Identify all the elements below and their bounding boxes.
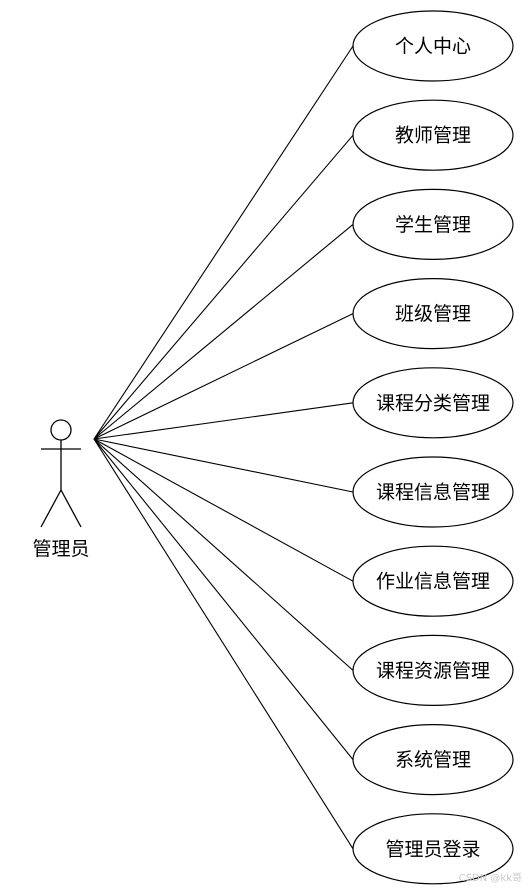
- use-case-ellipse: [352, 367, 514, 439]
- use-case: 课程信息管理: [352, 456, 514, 528]
- use-case: 课程资源管理: [352, 634, 514, 707]
- actor-head: [50, 419, 72, 441]
- use-case-label: 个人中心: [395, 36, 471, 58]
- use-case-ellipse: [352, 813, 514, 885]
- use-case: 系统管理: [352, 723, 514, 796]
- association-line: [93, 313, 354, 440]
- association-line: [93, 438, 354, 493]
- use-case-list: 个人中心教师管理学生管理班级管理课程分类管理课程信息管理作业信息管理课程资源管理…: [352, 10, 514, 885]
- use-case: 作业信息管理: [352, 545, 514, 617]
- use-case-label: 课程信息管理: [376, 482, 490, 504]
- use-case: 课程分类管理: [352, 367, 514, 439]
- use-case: 管理员登录: [352, 813, 514, 885]
- use-case-ellipse: [352, 10, 514, 82]
- use-case-ellipse: [352, 456, 514, 528]
- use-case: 教师管理: [352, 99, 514, 171]
- actor-figure: 管理员: [32, 419, 90, 560]
- association-line: [93, 402, 354, 440]
- use-case-label: 系统管理: [395, 749, 471, 771]
- association-line: [93, 438, 354, 760]
- association-lines: [93, 45, 354, 850]
- watermark: CSDN @kk哥: [458, 873, 522, 884]
- use-case-ellipse: [352, 99, 514, 171]
- use-case-label: 教师管理: [395, 125, 471, 147]
- use-case-label: 学生管理: [395, 214, 471, 236]
- association-line: [93, 438, 354, 850]
- use-case: 班级管理: [352, 278, 514, 350]
- use-case: 个人中心: [352, 10, 514, 82]
- use-case-label: 作业信息管理: [376, 571, 490, 593]
- actor-label: 管理员: [32, 538, 89, 560]
- association-line: [93, 45, 354, 440]
- association-line: [93, 223, 354, 440]
- association-line: [93, 438, 354, 671]
- use-case-ellipse: [352, 634, 514, 707]
- actor-left-leg: [40, 489, 62, 528]
- use-case-ellipse: [352, 723, 514, 796]
- use-case-label: 班级管理: [395, 303, 471, 325]
- use-case-ellipse: [352, 188, 514, 260]
- association-line: [93, 134, 354, 440]
- use-case-label: 课程资源管理: [376, 660, 490, 682]
- actor-right-leg: [60, 489, 82, 528]
- association-line: [93, 438, 354, 582]
- use-case-label: 管理员登录: [385, 838, 480, 860]
- use-case-ellipse: [352, 545, 514, 617]
- use-case: 学生管理: [352, 188, 514, 260]
- use-case-ellipse: [352, 278, 514, 350]
- use-case-label: 课程分类管理: [376, 392, 490, 414]
